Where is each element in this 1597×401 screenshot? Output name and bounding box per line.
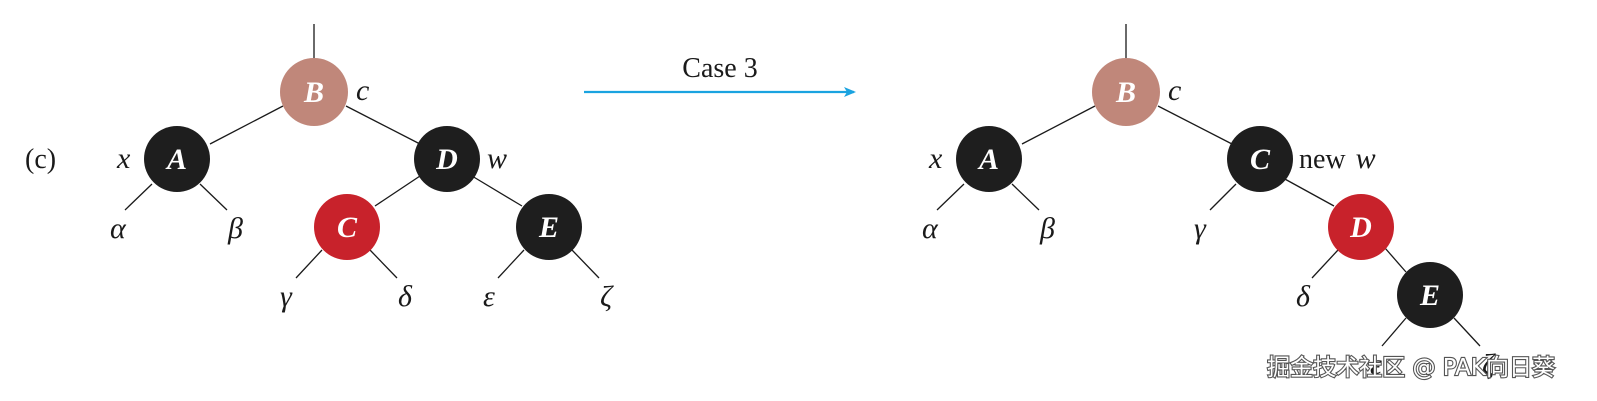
edge-c-delta [369,249,398,279]
edge-after-b-c [1157,105,1233,145]
edge-after-c-gamma [1209,183,1237,211]
edge-e-zeta [571,249,600,279]
annotation-before-a: x [116,142,131,175]
tree-after: B c A x C new w D E α β γ δ ε ζ [922,24,1496,381]
annotation-after-b: c [1168,74,1181,107]
node-before-c: C [314,194,380,260]
subtree-before-zeta: ζ [600,280,614,313]
svg-text:E: E [538,211,559,244]
annotation-after-a: x [928,142,943,175]
edge-a-beta [199,183,228,211]
subtree-after-gamma: γ [1194,212,1207,245]
svg-text:B: B [303,76,324,109]
edge-d-e [471,175,523,207]
subtree-after-beta: β [1039,212,1055,245]
edge-b-a [209,105,284,145]
edge-c-gamma [295,249,323,279]
edge-after-d-delta [1311,249,1339,279]
edge-after-a-alpha [936,183,965,211]
edge-after-b-a [1021,105,1096,145]
edge-e-epsilon [497,249,525,279]
node-after-e: E [1397,262,1463,328]
annotation-after-c: new w [1299,142,1376,175]
node-before-d: D [414,126,480,192]
svg-text:C: C [337,211,358,244]
svg-text:C: C [1250,143,1271,176]
subtree-before-gamma: γ [280,280,293,313]
node-before-e: E [516,194,582,260]
svg-text:E: E [1419,279,1440,312]
case-label: Case 3 [682,53,757,84]
node-after-c: C [1227,126,1293,192]
subtree-before-delta: δ [398,280,413,313]
subtree-before-alpha: α [110,212,127,245]
node-before-a: A [144,126,210,192]
edge-after-e-zeta [1453,317,1481,347]
node-after-a: A [956,126,1022,192]
edge-a-alpha [124,183,153,211]
case-arrow: Case 3 [584,53,856,97]
subtree-after-alpha: α [922,212,939,245]
edge-b-d [345,105,421,145]
svg-text:B: B [1115,76,1136,109]
subtree-after-delta: δ [1296,280,1311,313]
annotation-before-b: c [356,74,369,107]
subtree-before-beta: β [227,212,243,245]
watermark-text: 掘金技术社区 @ PAK向日葵 [1267,355,1555,381]
panel-label: (c) [25,144,56,175]
edge-after-d-e [1384,247,1407,273]
svg-text:A: A [977,143,999,176]
node-after-b: B [1092,58,1160,126]
edge-after-e-epsilon [1381,317,1407,347]
annotation-before-d: w [487,142,507,175]
svg-text:A: A [165,143,187,176]
subtree-after-epsilon: ε [1370,348,1382,381]
node-after-d: D [1328,194,1394,260]
svg-text:D: D [435,143,458,176]
subtree-before-epsilon: ε [483,280,495,313]
edge-after-c-d [1282,177,1335,207]
edge-after-a-beta [1011,183,1040,211]
tree-before: B c A x D w C E α β γ δ ε ζ [110,24,614,313]
svg-text:D: D [1349,211,1372,244]
node-before-b: B [280,58,348,126]
edge-d-c [374,175,421,207]
subtree-after-zeta: ζ [1482,348,1496,381]
